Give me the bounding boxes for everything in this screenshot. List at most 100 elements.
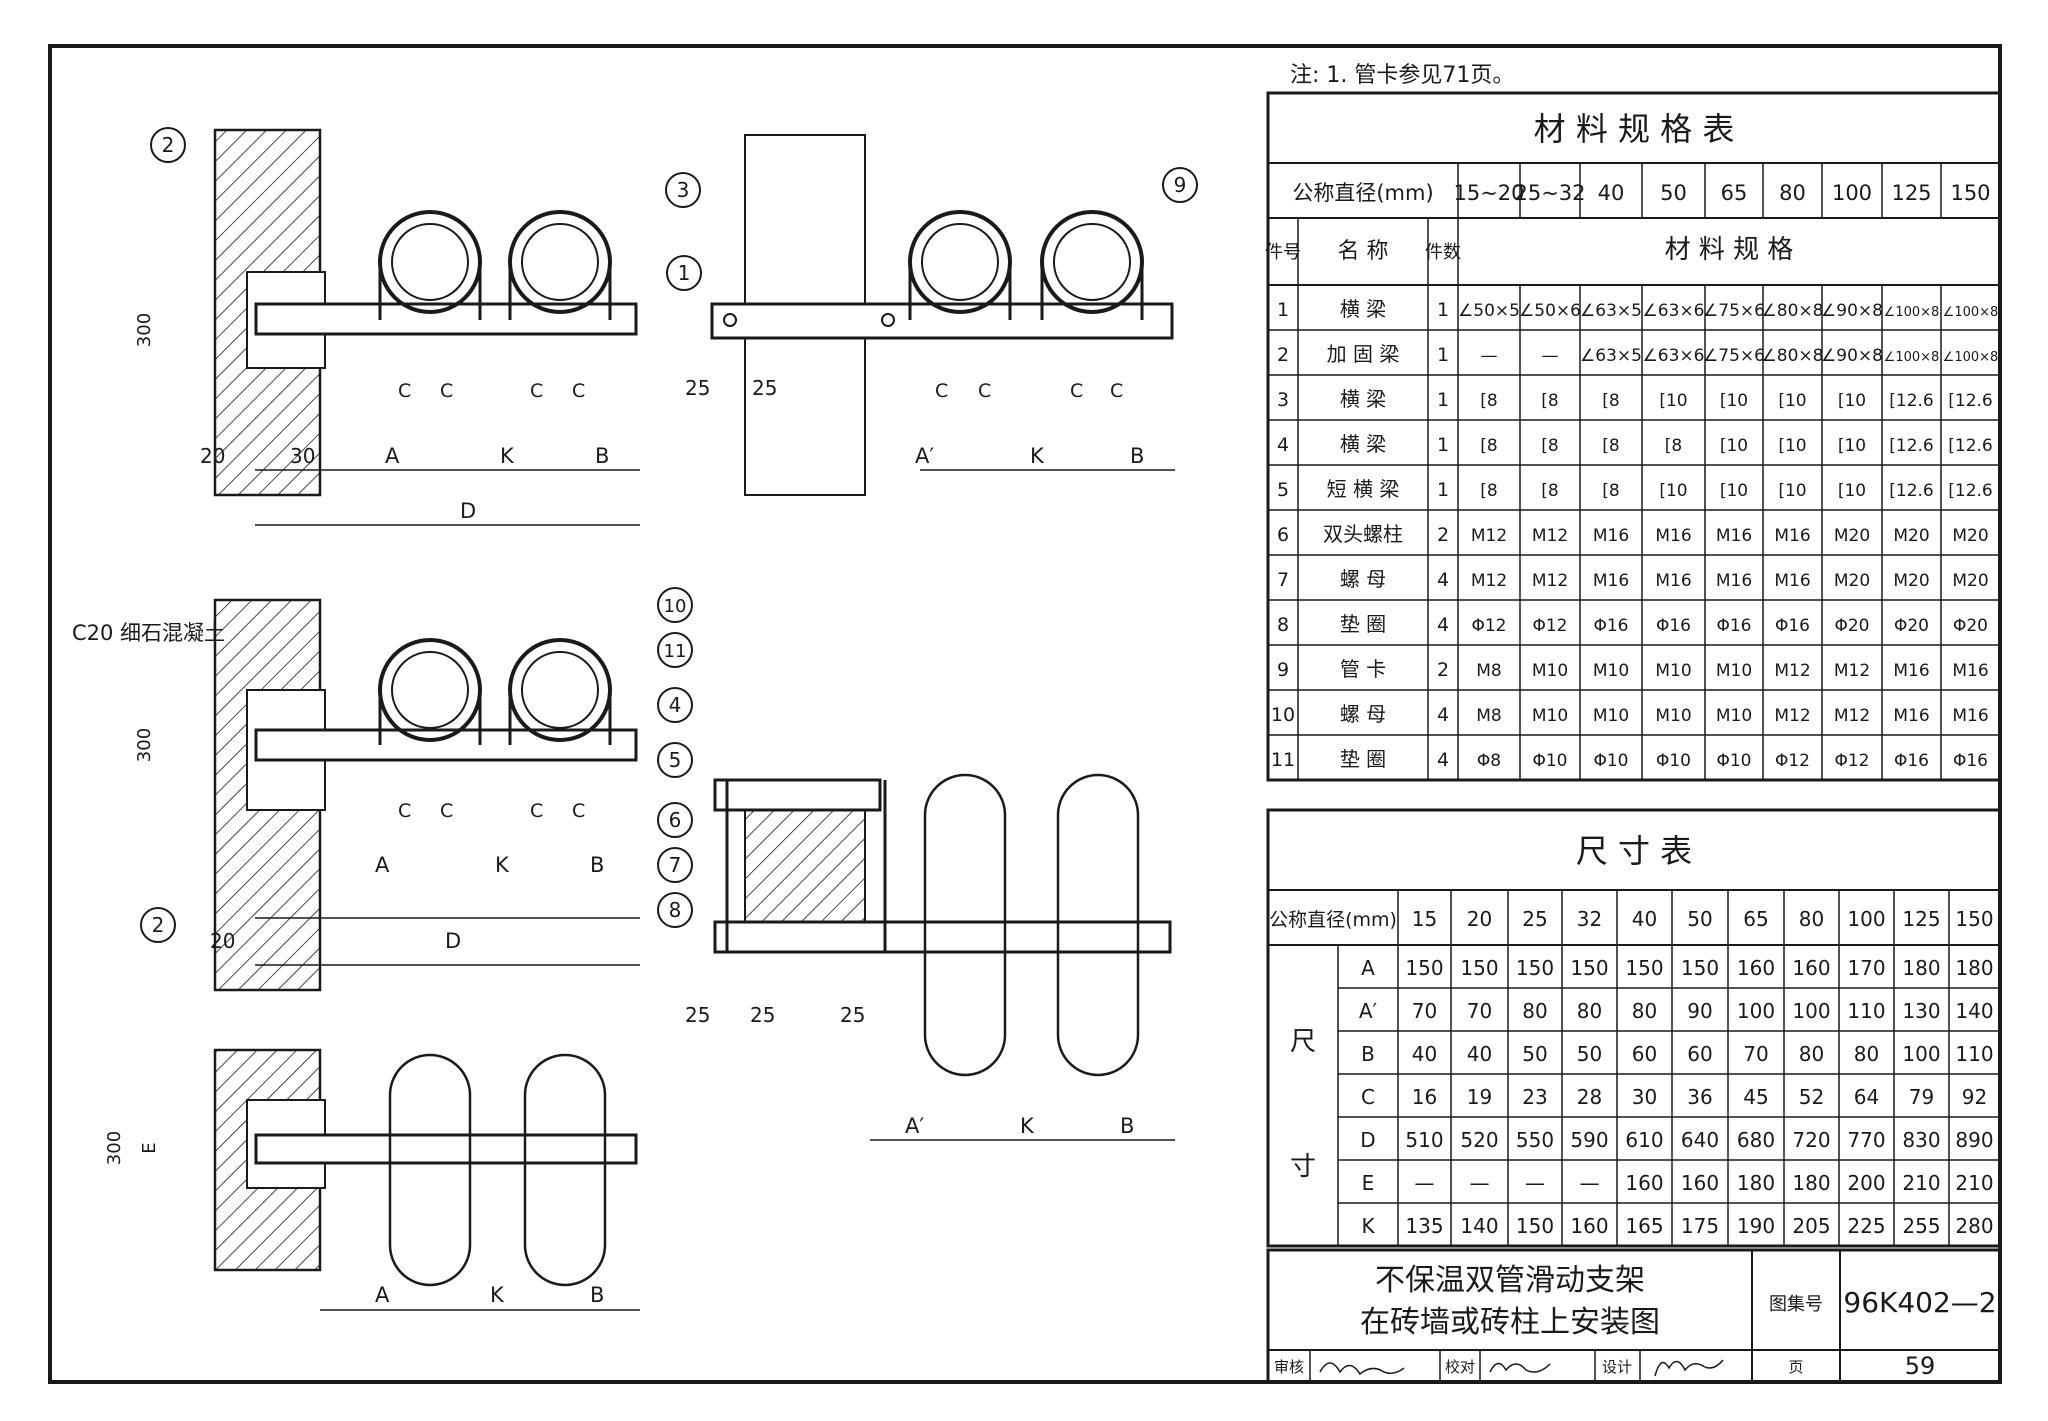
materials-row-spec: Φ10 (1593, 751, 1628, 771)
materials-row-spec: Φ12 (1471, 616, 1506, 636)
materials-row-spec: M10 (1655, 706, 1691, 726)
dim-C-1: C (398, 380, 411, 402)
dim-K-bottom: K (490, 1283, 505, 1307)
dimensions-row-value: 80 (1799, 1042, 1824, 1066)
dimensions-dn-10: 150 (1955, 907, 1993, 931)
dimensions-row-value: 150 (1405, 956, 1443, 980)
dim-C-7: C (1070, 380, 1083, 402)
dimensions-row-value: 60 (1687, 1042, 1712, 1066)
materials-row-spec: M10 (1532, 706, 1568, 726)
materials-row-spec: ∠100×8 (1884, 350, 1940, 365)
dim-K-top: K (500, 444, 515, 468)
materials-row-spec: ∠80×8 (1762, 346, 1824, 366)
materials-row-spec: [10 (1838, 481, 1866, 501)
materials-row-spec: — (1542, 346, 1559, 366)
materials-row-no: 3 (1277, 389, 1289, 411)
materials-row-qty: 2 (1437, 524, 1449, 546)
materials-row-spec: M16 (1952, 661, 1988, 681)
materials-row-spec: [8 (1602, 481, 1619, 501)
dimensions-row-value: 590 (1570, 1128, 1608, 1152)
dimensions-row-value: 680 (1737, 1128, 1775, 1152)
dim-300-bottom: 300 (104, 1131, 125, 1165)
materials-row-spec: ∠63×5 (1580, 301, 1642, 321)
dimensions-row-value: 150 (1460, 956, 1498, 980)
dimensions-group-bottom: 寸 (1290, 1152, 1316, 1182)
beam-4 (254, 728, 638, 762)
dim-25-e: 25 (840, 1003, 865, 1027)
dimensions-row-value: 180 (1792, 1171, 1830, 1195)
materials-row-spec: M16 (1655, 526, 1691, 546)
dim-300-middle: 300 (134, 728, 155, 762)
materials-dn-3: 50 (1660, 181, 1687, 205)
materials-row-spec: M12 (1774, 706, 1810, 726)
dimensions-row-value: 80 (1577, 999, 1602, 1023)
materials-row-spec: [10 (1659, 391, 1687, 411)
materials-row-spec: M12 (1834, 661, 1870, 681)
materials-row-name: 双头螺柱 (1323, 522, 1403, 546)
dimensions-row-label: E (1362, 1171, 1375, 1195)
review-label: 审核 (1274, 1358, 1304, 1376)
dimensions-dn-3: 32 (1577, 907, 1602, 931)
dimensions-row-value: 150 (1625, 956, 1663, 980)
dim-C-8: C (1110, 380, 1123, 402)
materials-row-qty: 1 (1437, 479, 1449, 501)
materials-row-spec: ∠63×5 (1580, 346, 1642, 366)
dimensions-row-label: B (1361, 1042, 1375, 1066)
materials-row-spec: M12 (1532, 526, 1568, 546)
materials-row-spec: [8 (1665, 436, 1682, 456)
dimensions-row-value: 180 (1737, 1171, 1775, 1195)
dimensions-row-value: 100 (1792, 999, 1830, 1023)
materials-row-spec: M12 (1471, 526, 1507, 546)
materials-row-no: 6 (1277, 524, 1289, 546)
materials-row-spec: [12.6 (1948, 481, 1992, 501)
dim-Ap-bottom: A′ (905, 1114, 924, 1138)
materials-row-spec: Φ12 (1775, 751, 1810, 771)
dim-30: 30 (290, 444, 315, 468)
dim-B-top: B (595, 444, 609, 468)
concrete-label: C20 细石混凝土 (72, 621, 225, 645)
dimensions-row-value: 140 (1460, 1214, 1498, 1238)
materials-dn-5: 80 (1779, 181, 1806, 205)
materials-row-spec: [8 (1541, 481, 1558, 501)
dimensions-dn-0: 15 (1412, 907, 1437, 931)
dimensions-row-value: 30 (1632, 1085, 1657, 1109)
materials-row-spec: M20 (1893, 526, 1929, 546)
dimensions-row-value: 92 (1962, 1085, 1987, 1109)
dim-B-middle: B (590, 853, 604, 877)
dim-A-top: A (385, 444, 400, 468)
dimensions-row-value: 70 (1412, 999, 1437, 1023)
materials-row-spec: [12.6 (1889, 391, 1933, 411)
dimensions-row-label: A′ (1359, 999, 1378, 1023)
dimensions-group-top: 尺 (1290, 1027, 1316, 1057)
callout-4: 4 (669, 693, 682, 717)
dimensions-row-value: 36 (1687, 1085, 1712, 1109)
materials-row-spec: [8 (1480, 391, 1497, 411)
dimensions-row-value: 135 (1405, 1214, 1443, 1238)
materials-dn-7: 125 (1891, 181, 1931, 205)
dimensions-row-value: 510 (1405, 1128, 1443, 1152)
materials-row-spec: M16 (1593, 571, 1629, 591)
atlas-number: 96K402—2 (1843, 1286, 1996, 1319)
dimensions-row-value: 150 (1516, 1214, 1554, 1238)
materials-row-spec: Φ16 (1593, 616, 1628, 636)
materials-row-spec: [10 (1778, 481, 1806, 501)
drawings-area (213, 128, 1175, 1311)
dimensions-row-value: 550 (1516, 1128, 1554, 1152)
materials-row-qty: 1 (1437, 434, 1449, 456)
dimensions-row-value: 225 (1847, 1214, 1885, 1238)
signature-review (1319, 1362, 1405, 1376)
dim-C-10: C (440, 800, 453, 822)
materials-row-spec: ∠75×6 (1703, 301, 1765, 321)
materials-row-qty: 4 (1437, 749, 1449, 771)
materials-row-spec: M20 (1952, 571, 1988, 591)
callout-8: 8 (669, 898, 682, 922)
materials-row-spec: M10 (1593, 706, 1629, 726)
dimensions-row-value: 160 (1737, 956, 1775, 980)
callout-3: 3 (677, 178, 690, 202)
dimensions-row-value: 110 (1847, 999, 1885, 1023)
callout-1: 1 (678, 261, 691, 285)
dimensions-row-label: C (1361, 1085, 1375, 1109)
dimensions-row-value: 40 (1467, 1042, 1492, 1066)
materials-row-name: 横 梁 (1340, 387, 1386, 411)
